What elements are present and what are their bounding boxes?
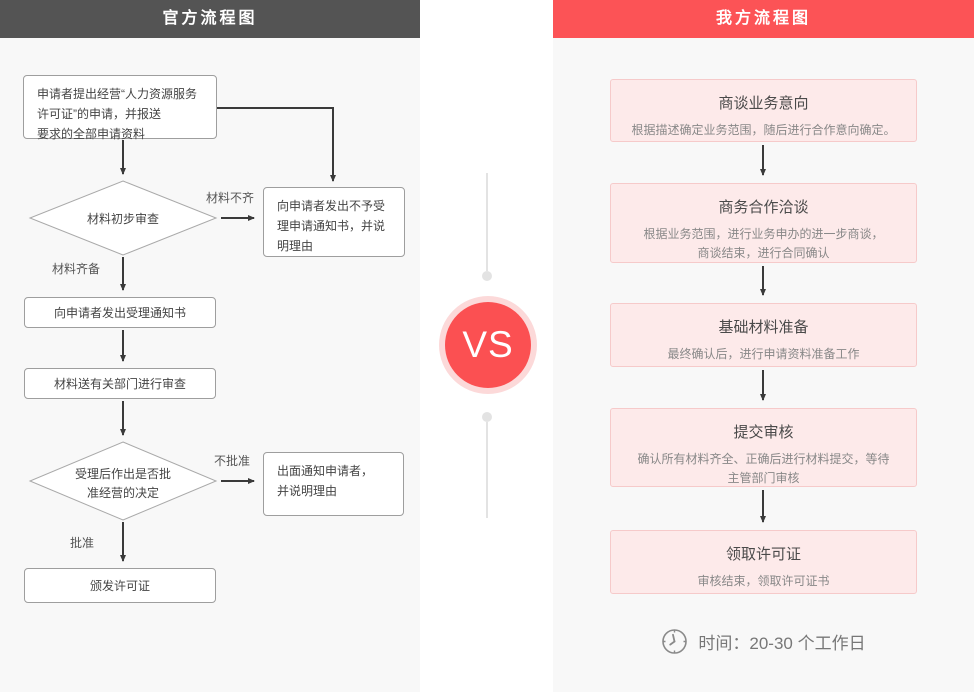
elbow-apply-to-reject	[217, 107, 336, 182]
node-dept-review: 材料送有关部门进行审查	[24, 368, 216, 399]
our-flow-panel: 我方流程图 商谈业务意向 根据描述确定业务范围，随后进行合作意向确定。 商务合作…	[553, 0, 974, 692]
vs-badge: VS	[439, 296, 537, 394]
official-flow-canvas: 申请者提出经营“人力资源服务 许可证”的申请，并报送 要求的全部申请资料 材料初…	[0, 38, 420, 692]
official-flow-header: 官方流程图	[0, 0, 420, 38]
official-flow-connectors	[28, 107, 336, 562]
step-desc: 审核结束，领取许可证书	[697, 574, 830, 588]
our-flow-connectors	[760, 145, 766, 523]
official-flow-panel: 官方流程图	[0, 0, 420, 692]
step-title: 提交审核	[733, 424, 794, 441]
processing-time-text: 时间：20-30 个工作日	[698, 634, 866, 653]
edge-label-approved: 批准	[70, 536, 95, 550]
step-title: 商谈业务意向	[718, 95, 809, 112]
step-title: 领取许可证	[725, 546, 801, 563]
processing-time-row: 时间：20-30 个工作日	[553, 628, 974, 655]
node-issue-license: 颁发许可证	[24, 568, 216, 603]
node-initial-review: 材料初步审查	[86, 212, 159, 226]
step-card-1: 商谈业务意向 根据描述确定业务范围，随后进行合作意向确定。	[610, 79, 917, 142]
node-accept-notice: 向申请者发出受理通知书	[24, 297, 216, 328]
step-card-3: 基础材料准备 最终确认后，进行申请资料准备工作	[610, 303, 917, 367]
step-desc: 最终确认后，进行申请资料准备工作	[667, 347, 860, 361]
decision-diamond-initial-review	[28, 180, 218, 256]
step-card-4: 提交审核 确认所有材料齐全、正确后进行材料提交，等待 主管部门审核	[610, 408, 917, 487]
edge-label-complete: 材料齐备	[52, 262, 101, 276]
node-approval-decision: 受理后作出是否批 准经营的决定	[74, 467, 171, 501]
step-desc: 根据描述确定业务范围，随后进行合作意向确定。	[631, 123, 896, 137]
node-deny-notice: 出面通知申请者， 并说明理由	[263, 452, 404, 516]
step-title: 商务合作洽谈	[718, 199, 809, 216]
edge-label-incomplete: 材料不齐	[206, 191, 255, 205]
decision-diamond-approval	[28, 441, 218, 521]
clock-icon	[662, 629, 688, 654]
node-apply: 申请者提出经营“人力资源服务 许可证”的申请，并报送 要求的全部申请资料	[23, 75, 217, 141]
step-title: 基础材料准备	[718, 319, 809, 336]
our-flow-canvas: 商谈业务意向 根据描述确定业务范围，随后进行合作意向确定。 商务合作洽谈 根据业…	[553, 38, 974, 692]
divider-line-top	[486, 173, 488, 271]
divider-line-bottom	[486, 422, 488, 518]
node-reject-notice: 向申请者发出不予受 理申请通知书，并说 明理由	[263, 187, 405, 257]
edge-label-not-approved: 不批准	[214, 454, 251, 468]
vs-label: VS	[445, 302, 531, 388]
step-desc: 根据业务范围，进行业务申办的进一步商谈， 商谈结束，进行合同确认	[643, 227, 884, 260]
divider-dot-bottom	[482, 412, 492, 422]
divider-dot-top	[482, 271, 492, 281]
our-flow-header: 我方流程图	[553, 0, 974, 38]
step-desc: 确认所有材料齐全、正确后进行材料提交，等待 主管部门审核	[637, 452, 890, 485]
step-card-2: 商务合作洽谈 根据业务范围，进行业务申办的进一步商谈， 商谈结束，进行合同确认	[610, 183, 917, 263]
step-card-5: 领取许可证 审核结束，领取许可证书	[610, 530, 917, 594]
